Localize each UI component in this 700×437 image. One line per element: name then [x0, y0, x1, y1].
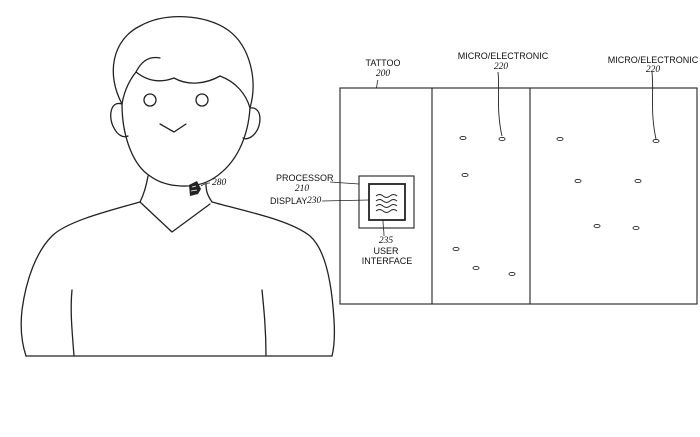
display-box	[368, 183, 406, 221]
ui-leader	[382, 219, 385, 237]
tattoo-ref: 200	[375, 69, 391, 79]
person-illustration	[20, 16, 336, 357]
micro-dot	[472, 265, 480, 271]
micro-right-label: MICRO/ELECTRONIC	[607, 55, 699, 65]
micro-right-leader	[651, 71, 657, 140]
micro-left-label: MICRO/ELECTRONIC	[457, 51, 549, 61]
micro-dot	[508, 271, 516, 277]
tattoo-ref-leader	[200, 182, 211, 187]
neck-tattoo-ref: 280	[212, 178, 227, 188]
user-interface-label-line1: USER	[373, 246, 399, 256]
micro-dot	[556, 136, 564, 142]
left-arm-line	[70, 289, 75, 357]
neck-left	[139, 175, 149, 203]
micro-dot	[498, 136, 506, 142]
processor-label: PROCESSOR	[276, 173, 334, 183]
left-ear	[110, 102, 129, 138]
right-eye	[195, 93, 209, 107]
micro-dot	[634, 178, 642, 184]
micro-electronics	[452, 71, 660, 277]
collar	[139, 201, 211, 233]
micro-dot	[574, 178, 582, 184]
right-arm-line	[261, 289, 267, 357]
tattoo-panel	[339, 79, 698, 305]
waves-icon	[375, 194, 398, 213]
micro-dot	[461, 172, 469, 178]
mouth	[159, 123, 187, 133]
tattoo-ref-leader-line	[375, 79, 379, 89]
processor-ref: 210	[294, 184, 310, 194]
micro-dot	[452, 246, 460, 252]
face-outline	[121, 103, 251, 187]
micro-left-ref: 220	[493, 62, 509, 72]
neck-tattoo-mark	[189, 181, 211, 196]
micro-dot	[652, 138, 660, 144]
processor-leader	[329, 181, 360, 185]
hair	[112, 16, 254, 109]
micro-right-ref: 220	[645, 65, 661, 75]
tattoo-label: TATTOO	[365, 58, 401, 68]
display-label: DISPLAY	[270, 196, 308, 206]
processor-display-group	[321, 175, 415, 237]
display-leader	[321, 199, 370, 202]
micro-dot	[593, 223, 601, 229]
display-ref: 230	[307, 196, 322, 206]
user-interface-label-line2: INTERFACE	[361, 256, 413, 266]
torso-right	[211, 201, 336, 357]
right-ear	[242, 107, 261, 140]
micro-dot	[459, 135, 467, 141]
left-eye	[143, 93, 157, 107]
tattoo-outline	[339, 87, 698, 305]
neck-right	[205, 183, 213, 203]
processor-box	[358, 175, 415, 229]
micro-dot	[632, 225, 640, 231]
hair-inner-line	[135, 56, 161, 73]
user-interface-ref: 235	[378, 236, 394, 246]
micro-left-leader	[497, 71, 503, 137]
torso-left	[20, 201, 141, 357]
